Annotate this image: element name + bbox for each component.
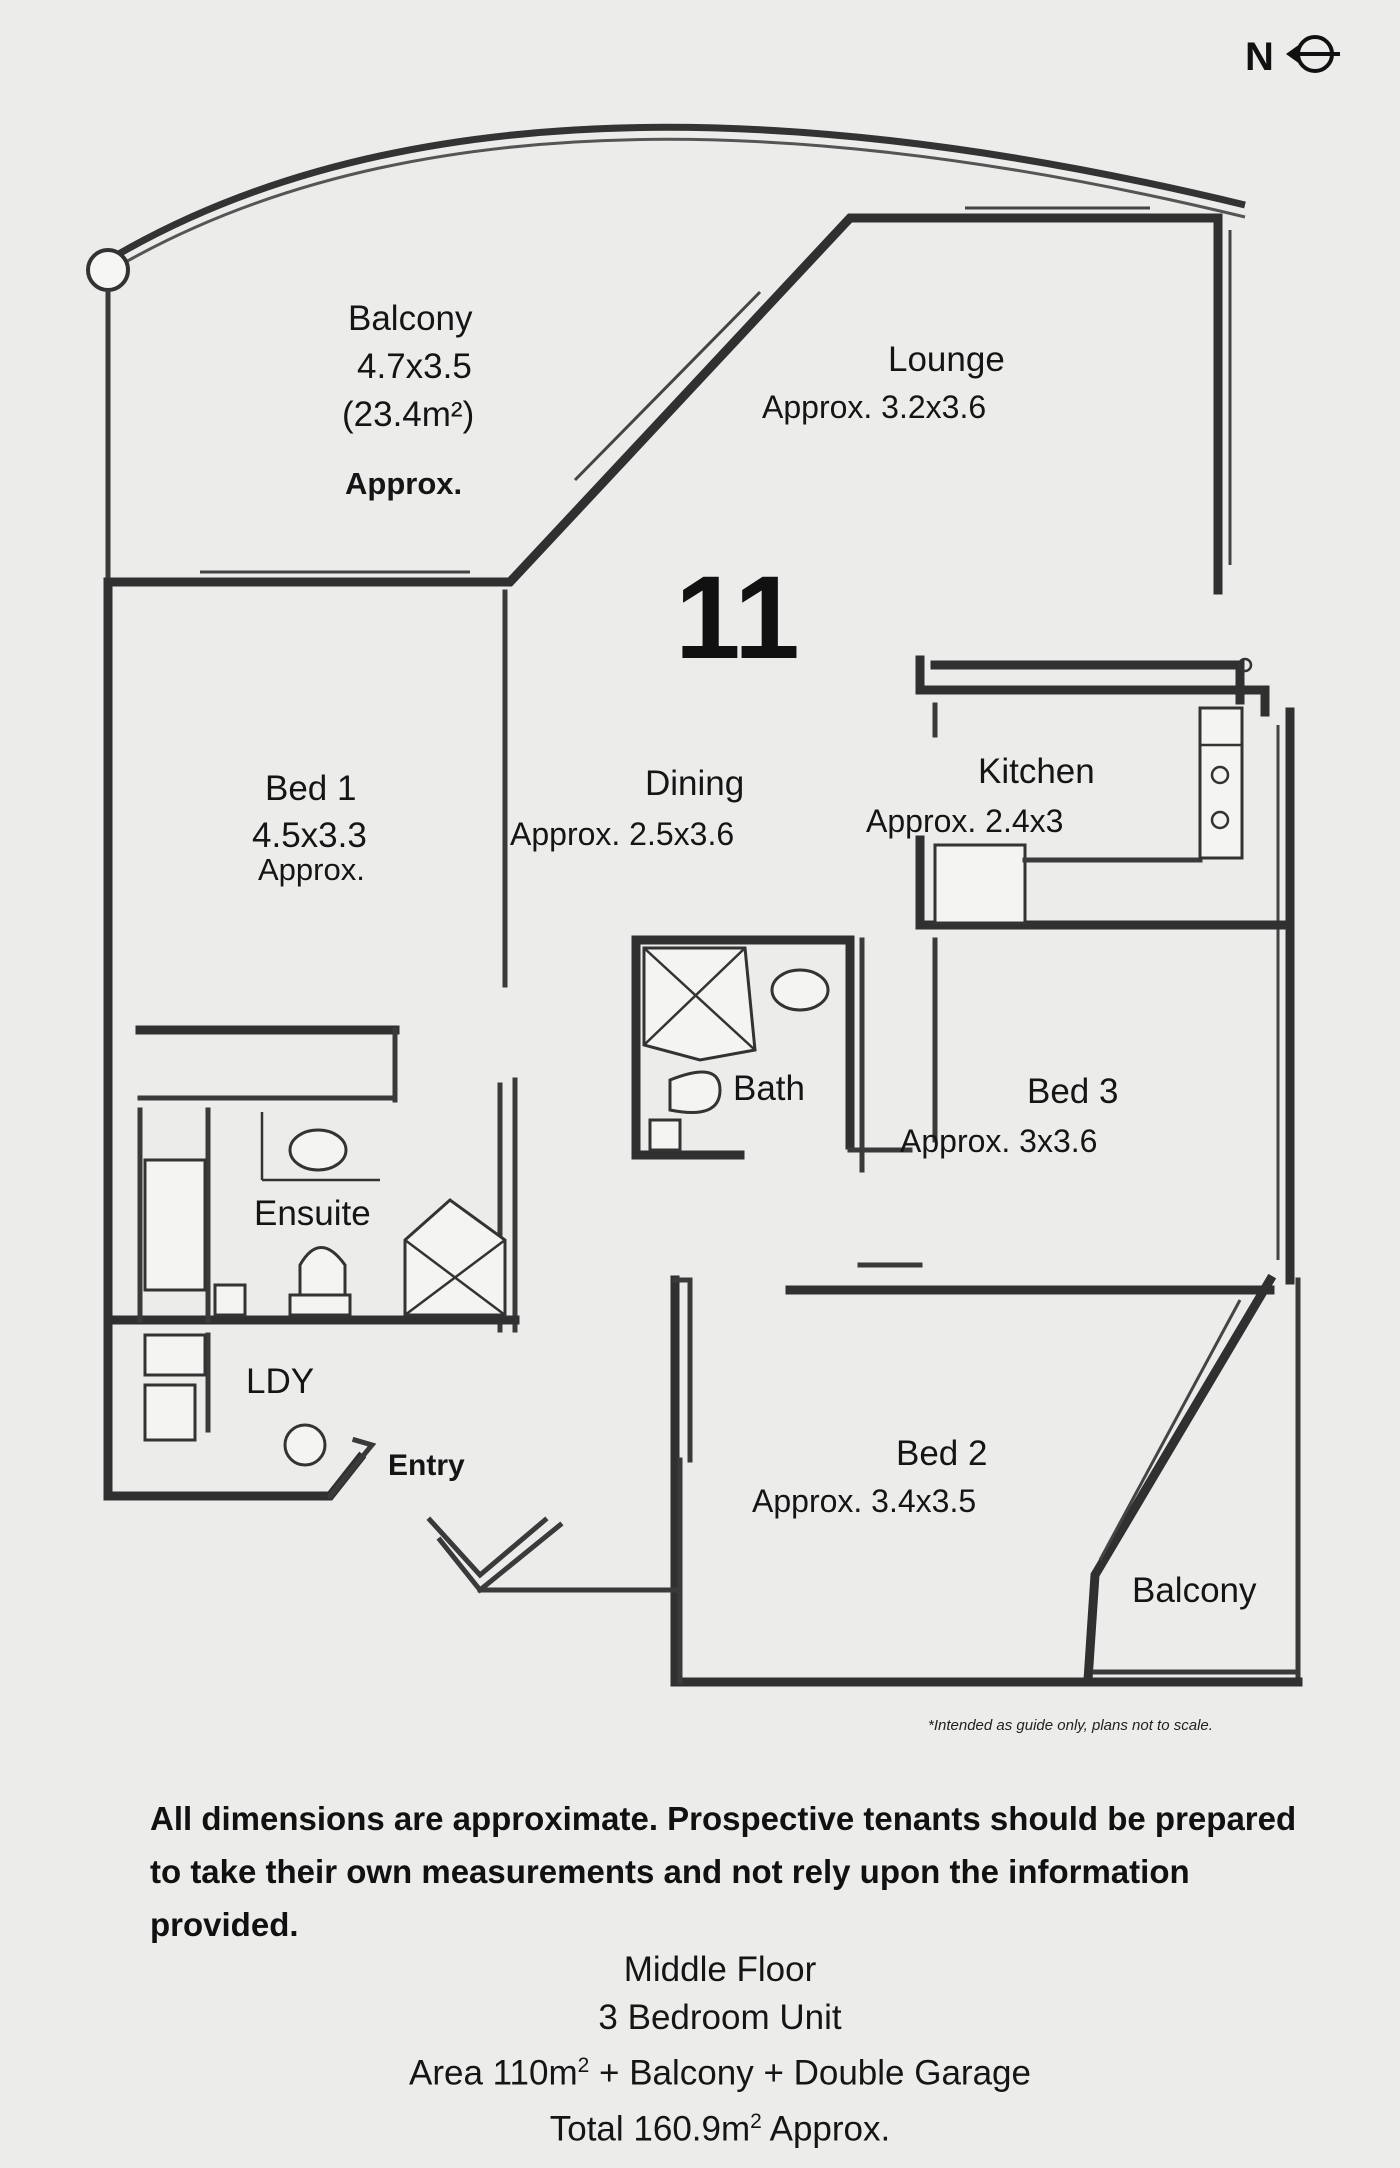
balcony-main-approx: Approx. bbox=[345, 466, 462, 501]
disclaimer-line-2: to take their own measurements and not r… bbox=[150, 1853, 1190, 1890]
outer-walls bbox=[103, 206, 1303, 1687]
basin-icon bbox=[770, 968, 830, 1012]
area-superscript: 2 bbox=[577, 2054, 590, 2077]
bath-name: Bath bbox=[733, 1069, 805, 1108]
lounge-dims: Approx. 3.2x3.6 bbox=[762, 389, 986, 425]
total-prefix: Total 160.9m bbox=[549, 2109, 751, 2149]
unit-number: 11 bbox=[675, 552, 800, 684]
area-line: Area 110m2 + Balcony + Double Garage bbox=[0, 2042, 1400, 2098]
disclaimer-line-1: All dimensions are approximate. Prospect… bbox=[150, 1800, 1297, 1837]
disclaimer-line-3: provided. bbox=[150, 1906, 299, 1943]
bed1-dims: 4.5x3.3 bbox=[252, 816, 367, 855]
scale-note: *Intended as guide only, plans not to sc… bbox=[928, 1717, 1213, 1734]
total-line: Total 160.9m2 Approx. bbox=[0, 2098, 1400, 2154]
dining-dims: Approx. 2.5x3.6 bbox=[510, 816, 734, 852]
ensuite-shower-icon bbox=[403, 1198, 507, 1317]
shower-icon bbox=[642, 946, 757, 1062]
compass-label: N bbox=[1245, 35, 1274, 79]
total-superscript: 2 bbox=[750, 2109, 762, 2133]
area-suffix: + Balcony + Double Garage bbox=[589, 2053, 1031, 2093]
floor-level: Middle Floor bbox=[623, 1950, 817, 1989]
entry-name: Entry bbox=[388, 1449, 465, 1482]
bed3-dims: Approx. 3x3.6 bbox=[900, 1123, 1097, 1159]
bed2-name: Bed 2 bbox=[896, 1434, 987, 1473]
laundry-tub-icon bbox=[143, 1333, 207, 1377]
column-icon bbox=[86, 248, 130, 292]
kitchen-dims: Approx. 2.4x3 bbox=[866, 803, 1063, 839]
balcony-main-name: Balcony bbox=[348, 299, 473, 338]
dryer-icon bbox=[283, 1423, 327, 1467]
bed2-dims: Approx. 3.4x3.5 bbox=[752, 1483, 976, 1519]
lounge-name: Lounge bbox=[888, 340, 1005, 379]
bed3-name: Bed 3 bbox=[1027, 1072, 1118, 1111]
area-prefix: Area 110m bbox=[409, 2053, 578, 2093]
kitchen-name: Kitchen bbox=[978, 752, 1095, 791]
bathtub-icon bbox=[143, 1158, 207, 1292]
balcony-small-name: Balcony bbox=[1132, 1571, 1257, 1610]
ensuite-name: Ensuite bbox=[254, 1194, 371, 1233]
ensuite-basin-icon bbox=[288, 1128, 348, 1172]
interior-walls bbox=[103, 589, 1295, 1687]
laundry-name: LDY bbox=[246, 1362, 314, 1401]
fixtures bbox=[143, 657, 1253, 1467]
washer-icon bbox=[143, 1383, 197, 1442]
disclaimer: All dimensions are approximate. Prospect… bbox=[150, 1792, 1350, 1951]
ensuite-toilet-icon bbox=[298, 1246, 347, 1302]
dining-name: Dining bbox=[645, 764, 744, 803]
floor-plan: N bbox=[86, 35, 1340, 1734]
balcony-main-dims: 4.7x3.5 bbox=[357, 347, 472, 386]
balcony-main-area: (23.4m²) bbox=[342, 395, 474, 434]
toilet-icon bbox=[668, 1070, 722, 1114]
kitchen-island bbox=[933, 843, 1027, 925]
room-labels: Balcony 4.7x3.5 (23.4m²) Approx. Lounge … bbox=[246, 299, 1257, 1610]
balcony-balustrade bbox=[86, 123, 1246, 292]
compass-arrow-icon bbox=[1286, 35, 1340, 73]
unit-type: 3 Bedroom Unit bbox=[598, 1998, 842, 2037]
bed1-approx: Approx. bbox=[258, 852, 365, 887]
total-suffix: Approx. bbox=[761, 2109, 891, 2149]
north-compass: N bbox=[1245, 35, 1340, 79]
sink-icon bbox=[1210, 765, 1230, 785]
bed1-name: Bed 1 bbox=[265, 769, 356, 808]
unit-summary: Middle Floor 3 Bedroom Unit Area 110m2 +… bbox=[0, 1946, 1400, 2153]
